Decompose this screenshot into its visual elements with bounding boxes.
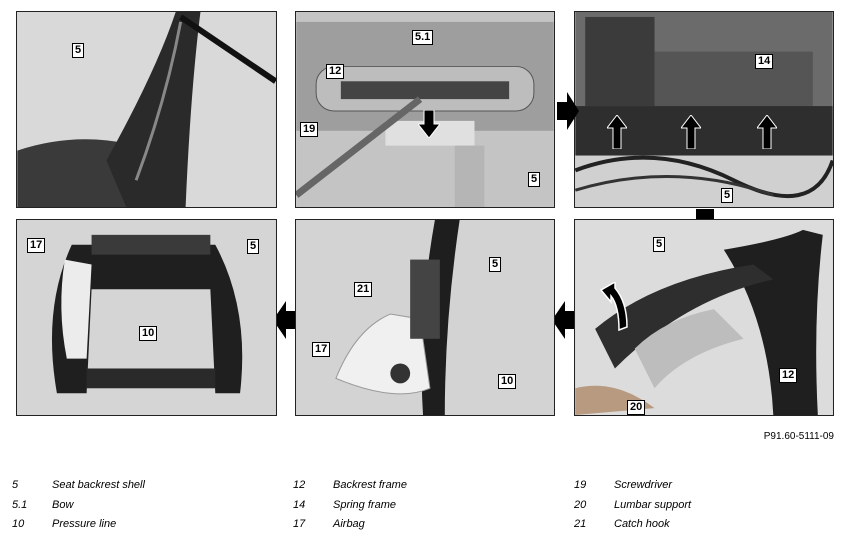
left-arrow-icon: [552, 301, 576, 339]
legend-text: Backrest frame: [333, 479, 407, 491]
legend-number: 21: [574, 518, 587, 530]
legend-number: 12: [293, 479, 306, 491]
up-arrow-icon: [757, 115, 777, 149]
legend-text: Bow: [52, 499, 74, 511]
seat-backrest-illustration: [17, 12, 276, 207]
legend-item: 5 Seat backrest shell: [12, 479, 272, 495]
legend-column-1: 5 Seat backrest shell 5.1 Bow 10 Pressur…: [12, 479, 272, 539]
legend-number: 19: [574, 479, 587, 491]
curved-arrow-icon: [599, 282, 628, 332]
callout-5: 5: [72, 43, 85, 58]
legend-column-2: 12 Backrest frame 14 Spring frame 17 Air…: [293, 479, 553, 539]
legend-number: 5.1: [12, 499, 28, 511]
legend-number: 17: [293, 518, 306, 530]
panel-step-1: 5: [16, 11, 277, 208]
callout-12: 12: [326, 64, 345, 79]
legend-item: 17 Airbag: [293, 518, 553, 534]
callout-19: 19: [300, 122, 319, 137]
callout-5-1: 5.1: [412, 30, 434, 45]
legend-number: 5: [12, 479, 19, 491]
legend-text: Airbag: [333, 518, 365, 530]
callout-5: 5: [721, 188, 734, 203]
lumbar-support-illustration: [575, 220, 833, 415]
legend-item: 21 Catch hook: [574, 518, 834, 534]
panel-step-3: 14 5: [574, 11, 834, 208]
panel-step-5: 21 5 17 10: [295, 219, 555, 416]
callout-17: 17: [27, 238, 46, 253]
up-arrow-icon: [681, 115, 701, 149]
figure-code: P91.60-5111-09: [763, 431, 834, 442]
legend-item: 12 Backrest frame: [293, 479, 553, 495]
legend-text: Lumbar support: [614, 499, 692, 511]
legend-item: 14 Spring frame: [293, 499, 553, 515]
callout-5: 5: [653, 237, 666, 252]
legend-text: Seat backrest shell: [52, 479, 145, 491]
callout-14: 14: [755, 54, 774, 69]
legend-text: Screwdriver: [614, 479, 673, 491]
callout-12: 12: [779, 368, 798, 383]
legend-item: 10 Pressure line: [12, 518, 272, 534]
down-arrow-icon: [418, 110, 440, 138]
legend-number: 14: [293, 499, 306, 511]
right-arrow-icon: [557, 92, 579, 130]
legend-text: Spring frame: [333, 499, 396, 511]
legend-column-3: 19 Screwdriver 20 Lumbar support 21 Catc…: [574, 479, 834, 539]
legend-text: Pressure line: [52, 518, 117, 530]
left-arrow-icon: [273, 301, 297, 339]
callout-5: 5: [528, 172, 541, 187]
panel-step-4: 5 12 20: [574, 219, 834, 416]
legend-number: 20: [574, 499, 587, 511]
callout-20: 20: [627, 400, 646, 415]
callout-10: 10: [139, 326, 158, 341]
legend-item: 5.1 Bow: [12, 499, 272, 515]
callout-5: 5: [489, 257, 502, 272]
callout-21: 21: [354, 282, 373, 297]
callout-17: 17: [312, 342, 331, 357]
legend-item: 19 Screwdriver: [574, 479, 834, 495]
up-arrow-icon: [607, 115, 627, 149]
spring-frame-illustration: [575, 12, 833, 207]
panel-step-6: 17 5 10: [16, 219, 277, 416]
legend-text: Catch hook: [614, 518, 670, 530]
legend-number: 10: [12, 518, 25, 530]
legend-item: 20 Lumbar support: [574, 499, 834, 515]
callout-5: 5: [247, 239, 260, 254]
callout-10: 10: [498, 374, 517, 389]
panel-step-2: 5.1 12 19 5: [295, 11, 555, 208]
backrest-shell-illustration: [17, 220, 276, 415]
